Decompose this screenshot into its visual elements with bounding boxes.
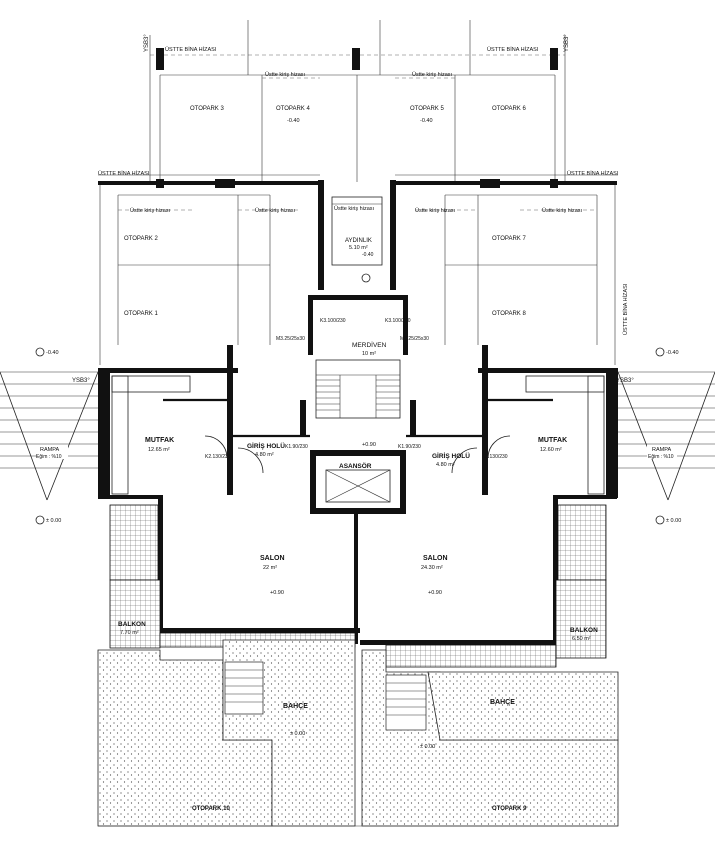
ysb-top-right: YSB3° — [564, 34, 570, 52]
ustte-kiris-top-left: Üstte kiriş hizası — [265, 71, 305, 78]
apartment-walls — [98, 345, 618, 645]
otopark-10-label: OTOPARK 10 — [192, 806, 230, 812]
aydinlik-label: AYDINLIK — [345, 238, 372, 244]
ysb-right-label: YSB3° — [616, 378, 634, 384]
level-top-right: -0.40 — [420, 118, 433, 124]
asansor-label: ASANSÖR — [339, 461, 372, 470]
level-left-upper: -0.40 — [46, 350, 59, 356]
giris-left-label: GİRİŞ HOLÜ — [247, 441, 285, 450]
otopark-9-label: OTOPARK 9 — [492, 806, 527, 812]
ustte-bina-hizasi-mid-left: ÜSTTE BİNA HİZASI — [98, 170, 150, 177]
salon-right-label: SALON — [423, 555, 448, 562]
ysb-left-label: YSB3° — [72, 378, 90, 384]
rampa-right-slope: Eğim : %10 — [648, 454, 674, 460]
otopark-3-label: OTOPARK 3 — [190, 106, 224, 112]
giris-left-area: 4.80 m² — [255, 452, 274, 458]
rampa-left-label: RAMPA — [40, 447, 59, 453]
otopark-4-label: OTOPARK 4 — [276, 106, 310, 112]
window-m3-right: M3.25/25x30 — [400, 336, 429, 342]
window-m3-left: M3.25/25x30 — [276, 336, 305, 342]
ustte-kiris-mid-1: Üstte kiriş hizası — [130, 207, 170, 214]
otopark-5-label: OTOPARK 5 — [410, 106, 444, 112]
salon-left-area: 22 m² — [263, 565, 277, 571]
level-salon-right: +0.90 — [428, 590, 442, 596]
aydinlik-shaft — [318, 180, 396, 290]
ustte-bina-hizasi-mid-right: ÜSTTE BİNA HİZASI — [567, 170, 619, 177]
door-k2-right: K2.130/230 — [482, 454, 508, 460]
salon-right-area: 24.30 m² — [421, 565, 443, 571]
ramp-left — [0, 371, 99, 501]
merdiven-area: 10 m² — [362, 351, 376, 357]
level-top-left: -0.40 — [287, 118, 300, 124]
ramp-right — [617, 371, 715, 501]
level-right-lower: ± 0.00 — [666, 518, 681, 524]
level-right-upper: -0.40 — [666, 350, 679, 356]
level-salon-left: +0.90 — [270, 590, 284, 596]
ustte-bina-hizasi-top-left: ÜSTTE BİNA HİZASI — [165, 46, 217, 53]
mutfak-right-label: MUTFAK — [538, 437, 567, 444]
elevator-shaft — [310, 450, 406, 514]
bahce-left-label: BAHÇE — [283, 703, 308, 710]
merdiven-label: MERDİVEN — [352, 340, 387, 349]
door-k2-left: K2.130/230 — [205, 454, 231, 460]
balcony-right — [385, 504, 607, 668]
door-k1-right: K1.90/230 — [398, 444, 421, 450]
mutfak-left-label: MUTFAK — [145, 437, 174, 444]
ustte-bina-hizasi-top-right: ÜSTTE BİNA HİZASI — [487, 46, 539, 53]
balkon-left-area: 7.70 m² — [120, 630, 139, 636]
ustte-kiris-aydinlik: Üstte kiriş hizası — [334, 205, 374, 212]
mutfak-right-area: 12.60 m² — [540, 447, 562, 453]
level-left-lower: ± 0.00 — [46, 518, 61, 524]
mutfak-left-area: 12.65 m² — [148, 447, 170, 453]
door-k3-left: K3.100/230 — [320, 318, 346, 324]
ustte-kiris-mid-2: Üstte kiriş hizası — [255, 207, 295, 214]
giris-right-area: 4.80 m² — [436, 462, 455, 468]
stair-core — [308, 295, 408, 419]
door-k1-left: K1.90/230 — [285, 444, 308, 450]
ustte-bina-hizasi-vertical: ÜSTTE BİNA HİZASI — [622, 283, 629, 335]
ysb-top-left: YSB3° — [144, 34, 150, 52]
door-k3-right: K3.100/230 — [385, 318, 411, 324]
ustte-kiris-mid-4: Üstte kiriş hizası — [542, 207, 582, 214]
ustte-kiris-mid-3: Üstte kiriş hizası — [415, 207, 455, 214]
balkon-right-label: BALKON — [570, 627, 598, 634]
top-parking-zone — [149, 20, 566, 185]
otopark-6-label: OTOPARK 6 — [492, 106, 526, 112]
otopark-2-label: OTOPARK 2 — [124, 236, 158, 242]
balcony-left — [109, 504, 356, 649]
otopark-7-label: OTOPARK 7 — [492, 236, 526, 242]
ustte-kiris-top-right: Üstte kiriş hizası — [412, 71, 452, 78]
salon-left-label: SALON — [260, 555, 285, 562]
level-core: +0.90 — [362, 442, 376, 448]
aydinlik-area: 5.10 m² — [349, 245, 368, 251]
garden-left — [97, 639, 356, 827]
garden-right — [361, 649, 619, 827]
balkon-right-area: 6.50 m² — [572, 636, 591, 642]
level-garden-left: ± 0.00 — [290, 731, 305, 737]
giris-right-label: GİRİŞ HOLÜ — [432, 451, 470, 460]
rampa-left-slope: Eğim : %10 — [36, 454, 62, 460]
bahce-right-label: BAHÇE — [490, 699, 515, 706]
level-markers — [35, 347, 665, 525]
level-garden-right: ± 0.00 — [420, 744, 435, 750]
balkon-left-label: BALKON — [118, 621, 146, 628]
level-aydinlik: -0.40 — [362, 252, 374, 258]
otopark-1-label: OTOPARK 1 — [124, 311, 158, 317]
otopark-8-label: OTOPARK 8 — [492, 311, 526, 317]
middle-parking-zone — [98, 174, 618, 365]
rampa-right-label: RAMPA — [652, 447, 671, 453]
